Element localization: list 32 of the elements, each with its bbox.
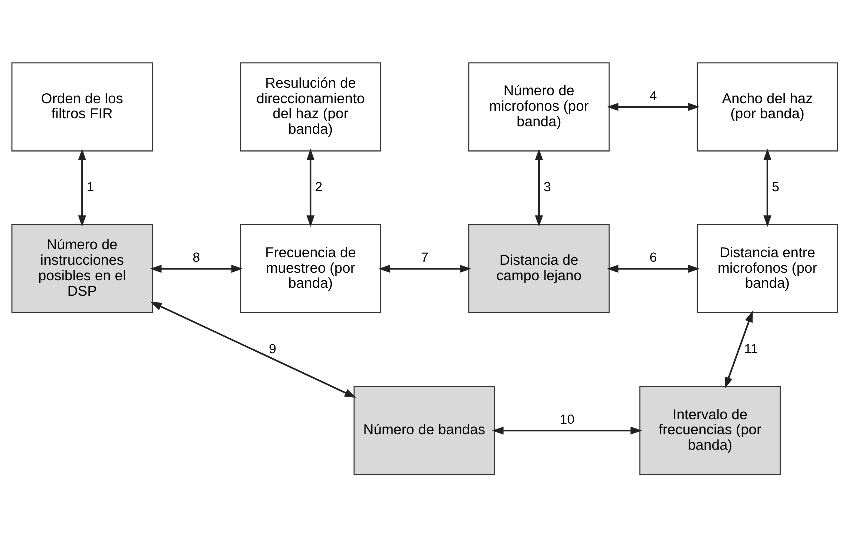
arrow xyxy=(150,264,244,274)
arrow xyxy=(378,264,472,274)
edge-label: 5 xyxy=(772,180,780,195)
node-box: Distancia entre microfonos (por banda) xyxy=(696,224,838,314)
edge-label: 2 xyxy=(315,180,323,195)
arrow xyxy=(725,310,753,389)
node-box: Número de bandas xyxy=(354,386,496,476)
node-box: Distancia de campo lejano xyxy=(468,224,610,314)
arrow xyxy=(150,302,356,398)
edge-label: 6 xyxy=(650,250,658,266)
arrow xyxy=(492,426,642,435)
edge-label: 3 xyxy=(544,180,552,195)
node-box: Orden de los filtros FIR xyxy=(12,62,154,152)
arrow xyxy=(78,148,86,228)
edge-label: 10 xyxy=(560,412,575,428)
arrow xyxy=(764,148,772,228)
node-box: Frecuencia de muestreo (por banda) xyxy=(240,224,382,314)
node-box: Número de microfonos (por banda) xyxy=(468,62,610,152)
node-box: Ancho del haz (por banda) xyxy=(696,62,838,152)
arrow xyxy=(535,148,544,228)
edge-label: 11 xyxy=(744,341,758,356)
node-box: Número de instrucciones posibles en el DSP xyxy=(12,224,154,314)
arrow xyxy=(607,264,700,274)
edge-label: 9 xyxy=(269,341,277,356)
edge-label: 7 xyxy=(421,250,429,266)
node-box: Intervalo de frecuencias (por banda) xyxy=(640,386,781,476)
edge-label: 1 xyxy=(86,180,94,195)
arrow xyxy=(607,103,700,112)
arrow xyxy=(306,148,315,228)
node-box: Resulución de direccionamiento del haz (por banda) xyxy=(240,62,382,152)
edge-label: 4 xyxy=(650,88,658,104)
edge-label: 8 xyxy=(192,250,200,266)
